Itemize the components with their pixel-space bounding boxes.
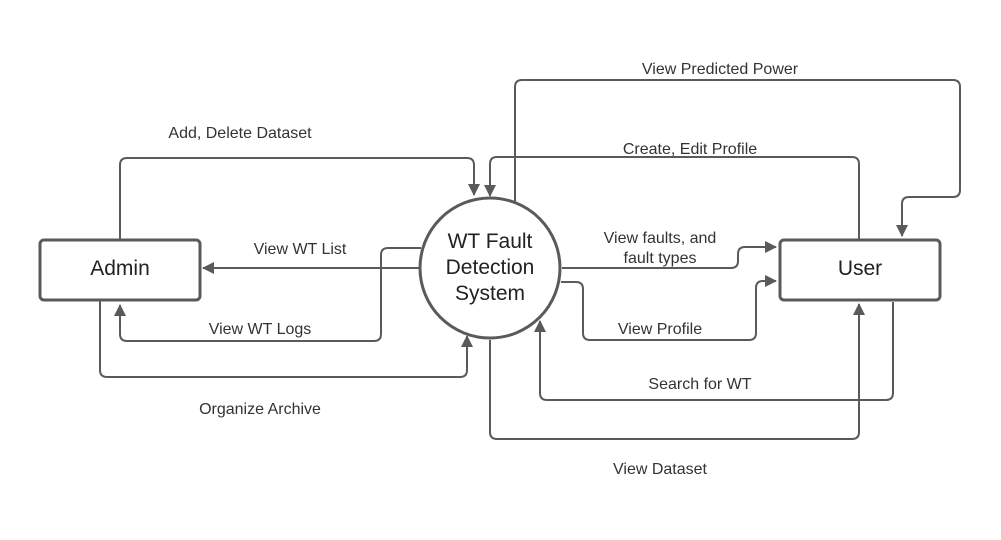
user-label: User bbox=[838, 257, 882, 280]
flow-view-wt-list: View WT List bbox=[202, 241, 423, 274]
admin-entity: Admin bbox=[38, 238, 202, 302]
flow-create-edit-profile: Create, Edit Profile bbox=[484, 141, 860, 240]
flow-label-create-edit-profile: Create, Edit Profile bbox=[623, 141, 757, 158]
process-label-line2: Detection bbox=[446, 256, 535, 279]
flow-search-for-wt: Search for WT bbox=[534, 302, 894, 401]
flow-organize-archive: Organize Archive bbox=[99, 301, 473, 418]
flow-view-predicted-power: View Predicted Power bbox=[514, 61, 961, 237]
process-label-line3: System bbox=[455, 282, 525, 305]
flow-label-view-predicted-power: View Predicted Power bbox=[642, 61, 799, 78]
flow-view-dataset: View Dataset bbox=[489, 303, 865, 478]
flow-view-faults: View faults, and fault types bbox=[562, 230, 777, 269]
flow-label-add-delete-dataset: Add, Delete Dataset bbox=[168, 125, 312, 142]
flow-label-view-dataset: View Dataset bbox=[613, 461, 708, 478]
flow-add-delete-dataset: Add, Delete Dataset bbox=[119, 125, 480, 240]
process-label-line1: WT Fault bbox=[448, 230, 533, 253]
flow-label-view-faults-line2: fault types bbox=[624, 250, 697, 267]
flow-view-wt-logs: View WT Logs bbox=[114, 247, 421, 342]
admin-label: Admin bbox=[90, 257, 150, 280]
flow-label-search-for-wt: Search for WT bbox=[648, 376, 751, 393]
flow-label-view-profile: View Profile bbox=[618, 321, 702, 338]
flow-label-view-wt-logs: View WT Logs bbox=[209, 321, 312, 338]
user-entity: User bbox=[778, 238, 942, 302]
flow-label-view-faults-line1: View faults, and bbox=[604, 230, 717, 247]
flow-label-organize-archive: Organize Archive bbox=[199, 401, 321, 418]
flow-label-view-wt-list: View WT List bbox=[254, 241, 347, 258]
flow-view-profile: View Profile bbox=[561, 275, 777, 341]
process-wt-fault-detection-system: WT Fault Detection System bbox=[418, 196, 562, 340]
